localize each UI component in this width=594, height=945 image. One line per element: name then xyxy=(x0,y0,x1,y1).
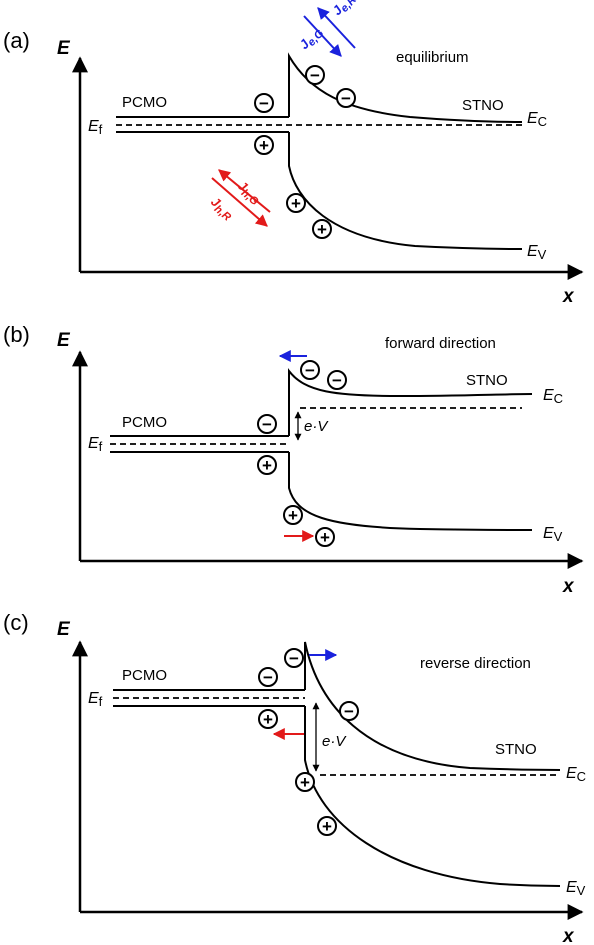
panel-a-hole-recombination-arrow xyxy=(211,177,268,227)
svg-text:+: + xyxy=(262,456,272,475)
svg-text:+: + xyxy=(300,773,310,792)
panel-c-hole-stno-2: + xyxy=(317,816,337,836)
svg-text:−: − xyxy=(332,371,342,390)
panel-b-hole-stno-2: + xyxy=(315,527,335,547)
panel-a-position-axis-label: x xyxy=(562,286,575,307)
panel-b-condition-label: forward direction xyxy=(385,335,496,352)
panel-b-position-axis-label: x xyxy=(562,576,575,597)
panel-a-hole-pcmo: + xyxy=(254,135,274,155)
panel-b-stno-label: STNO xyxy=(466,372,508,389)
panel-b-electron-pcmo: − xyxy=(257,414,277,434)
svg-text:−: − xyxy=(263,668,273,687)
panel-a-hole-recombination-label: Jh,R xyxy=(206,194,237,224)
panel-c-label: (c) xyxy=(3,610,29,635)
panel-b-energy-axis-label: E xyxy=(57,330,71,351)
panel-c-hole-pcmo: + xyxy=(258,709,278,729)
panel-c-hole-stno-1: + xyxy=(295,772,315,792)
svg-text:+: + xyxy=(322,817,332,836)
svg-text:−: − xyxy=(310,66,320,85)
panel-a-electron-generation-arrow xyxy=(303,15,342,57)
panel-a-pcmo-label: PCMO xyxy=(122,94,167,111)
panel-b-pcmo-label: PCMO xyxy=(122,414,167,431)
panel-b-label: (b) xyxy=(3,322,30,347)
panel-b-conduction-band-label: EC xyxy=(543,387,563,406)
svg-text:+: + xyxy=(320,528,330,547)
panel-c-conduction-band-label: EC xyxy=(566,765,586,784)
panel-a-stno-label: STNO xyxy=(462,97,504,114)
panel-a-hole-stno-2: + xyxy=(312,219,332,239)
panel-a-hole-generation-arrow xyxy=(218,169,271,213)
panel-a-energy-axis-label: E xyxy=(57,38,71,59)
svg-text:+: + xyxy=(317,220,327,239)
panel-a-fermi-level-label: Ef xyxy=(88,118,103,137)
panel-c-voltage-drop-label: e·V xyxy=(322,733,347,750)
panel-a-electron-generation-label: Je,G xyxy=(296,23,326,54)
panel-a-electron-recombination-arrow xyxy=(317,7,356,49)
svg-text:−: − xyxy=(305,361,315,380)
panel-a-valence-band xyxy=(288,132,523,250)
panel-b-hole-pcmo: + xyxy=(257,455,277,475)
svg-text:+: + xyxy=(291,194,301,213)
panel-b-valence-band-label: EV xyxy=(543,525,563,544)
panel-b-electron-stno-1: − xyxy=(300,360,320,380)
svg-text:−: − xyxy=(262,415,272,434)
svg-text:+: + xyxy=(263,710,273,729)
svg-text:+: + xyxy=(288,506,298,525)
panel-c-conduction-band xyxy=(304,641,561,771)
panel-b-voltage-drop-label: e·V xyxy=(304,418,329,435)
panel-a-conduction-band xyxy=(288,52,523,123)
svg-text:−: − xyxy=(289,649,299,668)
panel-a-condition-label: equilibrium xyxy=(396,49,469,66)
panel-b: (b) E x forward direction PCMO STNO Ef E… xyxy=(3,322,584,597)
panel-b-electron-stno-2: − xyxy=(327,370,347,390)
panel-b-fermi-level-label: Ef xyxy=(88,435,103,454)
panel-b-conduction-band xyxy=(288,368,533,436)
panel-a-hole-stno-1: + xyxy=(286,193,306,213)
panel-c-valence-band-label: EV xyxy=(566,879,586,898)
svg-text:+: + xyxy=(259,136,269,155)
panel-c-electron-stno-1: − xyxy=(284,648,304,668)
panel-a-label: (a) xyxy=(3,28,30,53)
panel-c-condition-label: reverse direction xyxy=(420,655,531,672)
panel-a-electron-recombination-label: Je,R xyxy=(329,0,359,20)
panel-a-electron-stno-1: − xyxy=(305,65,325,85)
panel-c-stno-label: STNO xyxy=(495,741,537,758)
panel-a-valence-band-label: EV xyxy=(527,243,547,262)
svg-text:−: − xyxy=(341,89,351,108)
panel-c: (c) E x reverse direction PCMO STNO Ef E… xyxy=(3,610,586,945)
panel-a-conduction-band-label: EC xyxy=(527,110,547,129)
panel-c-electron-stno-2: − xyxy=(339,701,359,721)
panel-c-electron-pcmo: − xyxy=(258,667,278,687)
panel-c-fermi-level-label: Ef xyxy=(88,690,103,709)
panel-a: (a) E x equilibrium PCMO STNO Ef EC EV J… xyxy=(3,0,584,307)
panel-b-hole-stno-1: + xyxy=(283,505,303,525)
svg-text:−: − xyxy=(344,702,354,721)
svg-text:−: − xyxy=(259,94,269,113)
panel-c-pcmo-label: PCMO xyxy=(122,667,167,684)
panel-a-electron-stno-2: − xyxy=(336,88,356,108)
panel-a-electron-pcmo: − xyxy=(254,93,274,113)
panel-c-valence-band xyxy=(304,706,561,887)
panel-c-energy-axis-label: E xyxy=(57,619,71,640)
panel-b-valence-band xyxy=(288,452,533,531)
panel-c-position-axis-label: x xyxy=(562,926,575,945)
